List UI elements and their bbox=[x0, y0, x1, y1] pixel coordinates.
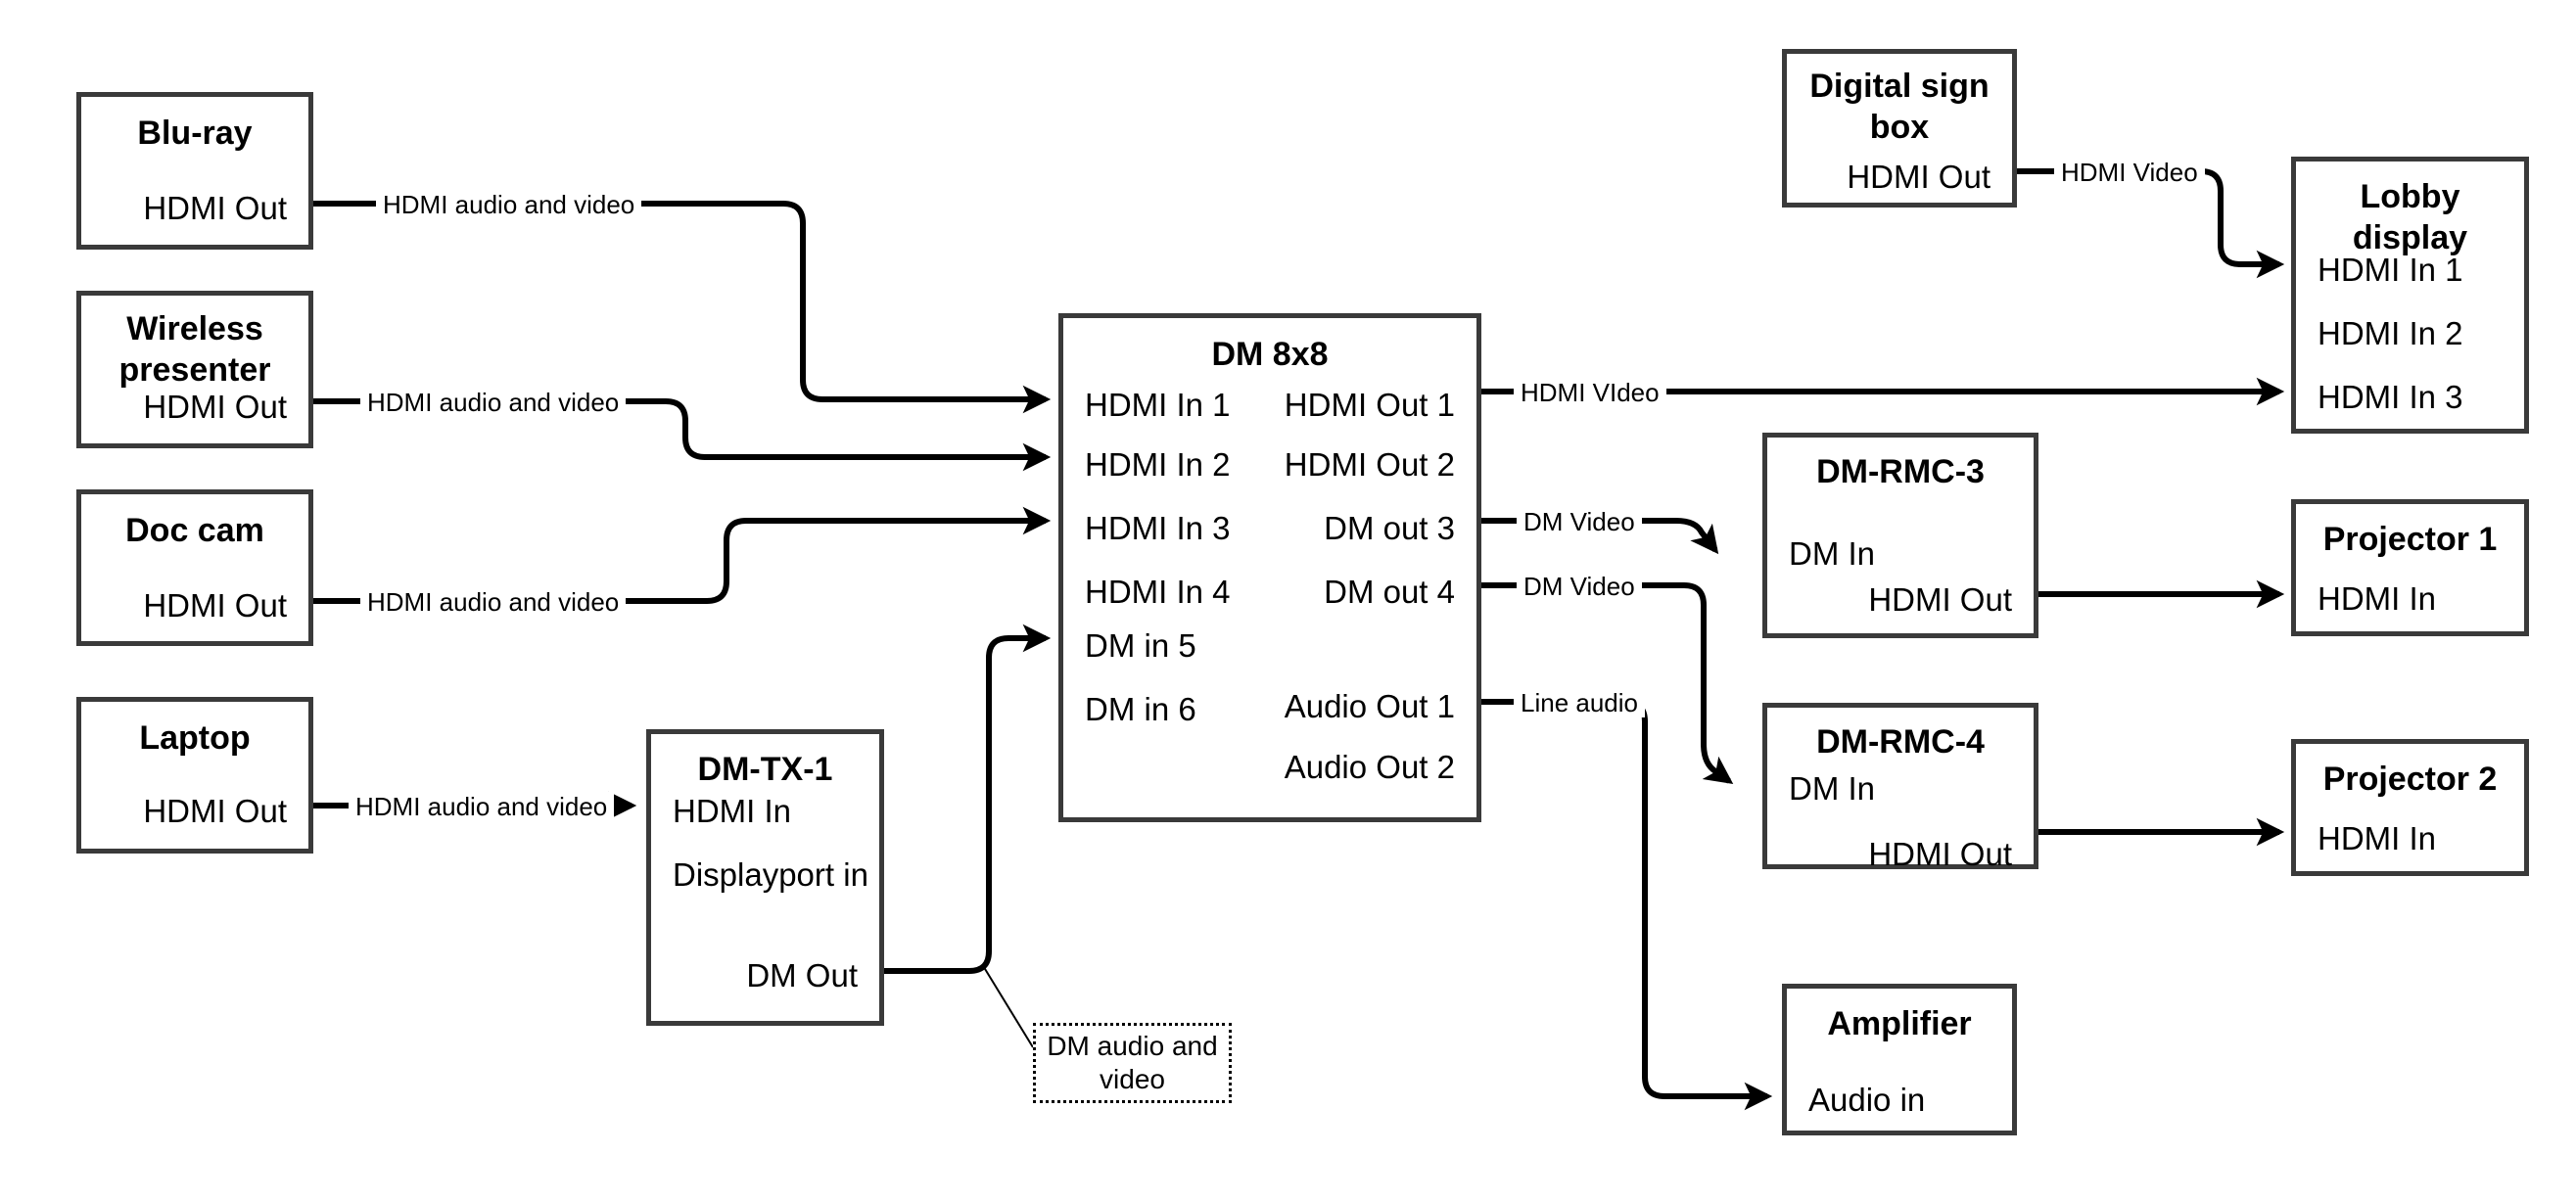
callout-dm-audio-and-video: DM audio and video bbox=[1033, 1023, 1232, 1103]
wire-label-doccam-to-dm: HDMI audio and video bbox=[360, 587, 627, 617]
wire-label-dm-out1-to-lobby: HDMI VIdeo bbox=[1514, 378, 1666, 407]
node-dm-8x8-input-hdmi-in-2[interactable]: HDMI In 2 bbox=[1085, 446, 1231, 483]
node-dm-8x8-input-hdmi-in-3[interactable]: HDMI In 3 bbox=[1085, 510, 1231, 546]
node-projector-1-title: Projector 1 bbox=[2322, 521, 2498, 558]
node-dm-rmc-4-port-hdmi-out[interactable]: HDMI Out bbox=[1868, 836, 2012, 872]
node-dm-8x8-output-audio-out-1[interactable]: Audio Out 1 bbox=[1284, 688, 1455, 724]
wire-label-bluray-to-dm: HDMI audio and video bbox=[376, 190, 642, 219]
node-dm-rmc-3[interactable]: DM-RMC-3 DM In HDMI Out bbox=[1762, 433, 2038, 638]
node-amplifier-title: Amplifier bbox=[1827, 1005, 1972, 1042]
wire-bluray-to-dm-hdmi-in-1 bbox=[313, 201, 1052, 414]
node-dm-8x8-output-dm-out-3[interactable]: DM out 3 bbox=[1324, 510, 1455, 546]
node-doc-cam[interactable]: Doc cam HDMI Out bbox=[76, 489, 313, 646]
node-dm-rmc-4-port-dm-in[interactable]: DM In bbox=[1789, 770, 1876, 807]
node-dm-tx-1-port-dm-out[interactable]: DM Out bbox=[746, 957, 858, 993]
wire-label-sign-to-lobby: HDMI Video bbox=[2054, 158, 2205, 187]
node-doc-cam-title: Doc cam bbox=[125, 512, 264, 549]
node-dm-tx-1[interactable]: DM-TX-1 HDMI In Displayport in DM Out bbox=[646, 729, 884, 1026]
wire-doccam-to-dm-hdmi-in-3 bbox=[313, 506, 1052, 604]
node-digital-sign-box-port-hdmi-out[interactable]: HDMI Out bbox=[1847, 159, 1991, 195]
wire-sign-to-lobby-hdmi-in-1 bbox=[2017, 168, 2285, 279]
node-bluray[interactable]: Blu-ray HDMI Out bbox=[76, 92, 313, 250]
node-projector-2-title: Projector 2 bbox=[2322, 761, 2498, 798]
node-dm-8x8[interactable]: DM 8x8 HDMI In 1 HDMI In 2 HDMI In 3 HDM… bbox=[1058, 313, 1481, 822]
node-dm-rmc-3-port-dm-in[interactable]: DM In bbox=[1789, 535, 1876, 572]
node-dm-tx-1-port-hdmi-in[interactable]: HDMI In bbox=[673, 793, 792, 829]
node-lobby-display-input-hdmi-in-1[interactable]: HDMI In 1 bbox=[2318, 252, 2463, 288]
node-wireless-presenter-port-hdmi-out[interactable]: HDMI Out bbox=[143, 389, 287, 425]
node-dm-tx-1-port-displayport-in[interactable]: Displayport in bbox=[673, 856, 868, 893]
node-digital-sign-box-title: Digital sign box bbox=[1809, 68, 1990, 146]
node-dm-8x8-input-dm-in-5[interactable]: DM in 5 bbox=[1085, 627, 1196, 664]
node-wireless-presenter-title: Wireless presenter bbox=[118, 310, 271, 389]
node-dm-tx-1-title: DM-TX-1 bbox=[697, 751, 833, 788]
node-dm-rmc-3-port-hdmi-out[interactable]: HDMI Out bbox=[1868, 581, 2012, 618]
node-projector-2-port-hdmi-in[interactable]: HDMI In bbox=[2318, 820, 2437, 856]
wire-dm-out4-to-rmc4 bbox=[1481, 582, 1734, 785]
node-dm-8x8-input-dm-in-6[interactable]: DM in 6 bbox=[1085, 691, 1196, 727]
node-digital-sign-box[interactable]: Digital sign box HDMI Out bbox=[1782, 49, 2017, 208]
node-dm-rmc-4-title: DM-RMC-4 bbox=[1816, 723, 1985, 761]
node-dm-8x8-output-audio-out-2[interactable]: Audio Out 2 bbox=[1284, 749, 1455, 785]
node-dm-8x8-input-hdmi-in-4[interactable]: HDMI In 4 bbox=[1085, 574, 1231, 610]
node-dm-8x8-output-hdmi-out-2[interactable]: HDMI Out 2 bbox=[1284, 446, 1455, 483]
node-laptop-port-hdmi-out[interactable]: HDMI Out bbox=[143, 793, 287, 829]
node-dm-8x8-output-dm-out-4[interactable]: DM out 4 bbox=[1324, 574, 1455, 610]
node-dm-rmc-3-title: DM-RMC-3 bbox=[1816, 453, 1985, 490]
wire-label-dm-out4-to-rmc4: DM Video bbox=[1517, 572, 1642, 601]
node-dm-8x8-input-hdmi-in-1[interactable]: HDMI In 1 bbox=[1085, 387, 1231, 423]
wire-label-laptop-to-tx: HDMI audio and video bbox=[349, 792, 615, 821]
node-doc-cam-port-hdmi-out[interactable]: HDMI Out bbox=[143, 587, 287, 624]
node-wireless-presenter[interactable]: Wireless presenter HDMI Out bbox=[76, 291, 313, 448]
wire-dmtx1-to-dm-in-5 bbox=[884, 624, 1052, 974]
callout-leader-line bbox=[981, 963, 1034, 1048]
wire-label-audio-out1-to-amplifier: Line audio bbox=[1514, 688, 1645, 717]
wire-dm-out3-to-rmc3 bbox=[1481, 518, 1719, 555]
wire-label-wireless-to-dm: HDMI audio and video bbox=[360, 388, 627, 417]
node-projector-2[interactable]: Projector 2 HDMI In bbox=[2291, 739, 2529, 876]
wire-label-dm-out3-to-rmc3: DM Video bbox=[1517, 507, 1642, 536]
node-bluray-title: Blu-ray bbox=[137, 115, 253, 152]
wire-audio-out1-to-amplifier bbox=[1481, 699, 1773, 1111]
node-amplifier[interactable]: Amplifier Audio in bbox=[1782, 984, 2017, 1135]
node-dm-8x8-output-hdmi-out-1[interactable]: HDMI Out 1 bbox=[1284, 387, 1455, 423]
node-lobby-display[interactable]: Lobby display HDMI In 1 HDMI In 2 HDMI I… bbox=[2291, 157, 2529, 434]
node-lobby-display-input-hdmi-in-3[interactable]: HDMI In 3 bbox=[2318, 379, 2463, 415]
node-laptop[interactable]: Laptop HDMI Out bbox=[76, 697, 313, 854]
node-bluray-port-hdmi-out[interactable]: HDMI Out bbox=[143, 190, 287, 226]
node-projector-1-port-hdmi-in[interactable]: HDMI In bbox=[2318, 580, 2437, 617]
node-lobby-display-title: Lobby display bbox=[2352, 178, 2468, 256]
node-dm-rmc-4[interactable]: DM-RMC-4 DM In HDMI Out bbox=[1762, 703, 2038, 872]
node-lobby-display-input-hdmi-in-2[interactable]: HDMI In 2 bbox=[2318, 315, 2463, 351]
node-laptop-title: Laptop bbox=[139, 719, 251, 757]
wire-wireless-to-dm-hdmi-in-2 bbox=[313, 398, 1052, 472]
node-amplifier-port-audio-in[interactable]: Audio in bbox=[1808, 1082, 1926, 1118]
node-projector-1[interactable]: Projector 1 HDMI In bbox=[2291, 499, 2529, 636]
node-dm-8x8-title: DM 8x8 bbox=[1211, 336, 1329, 373]
